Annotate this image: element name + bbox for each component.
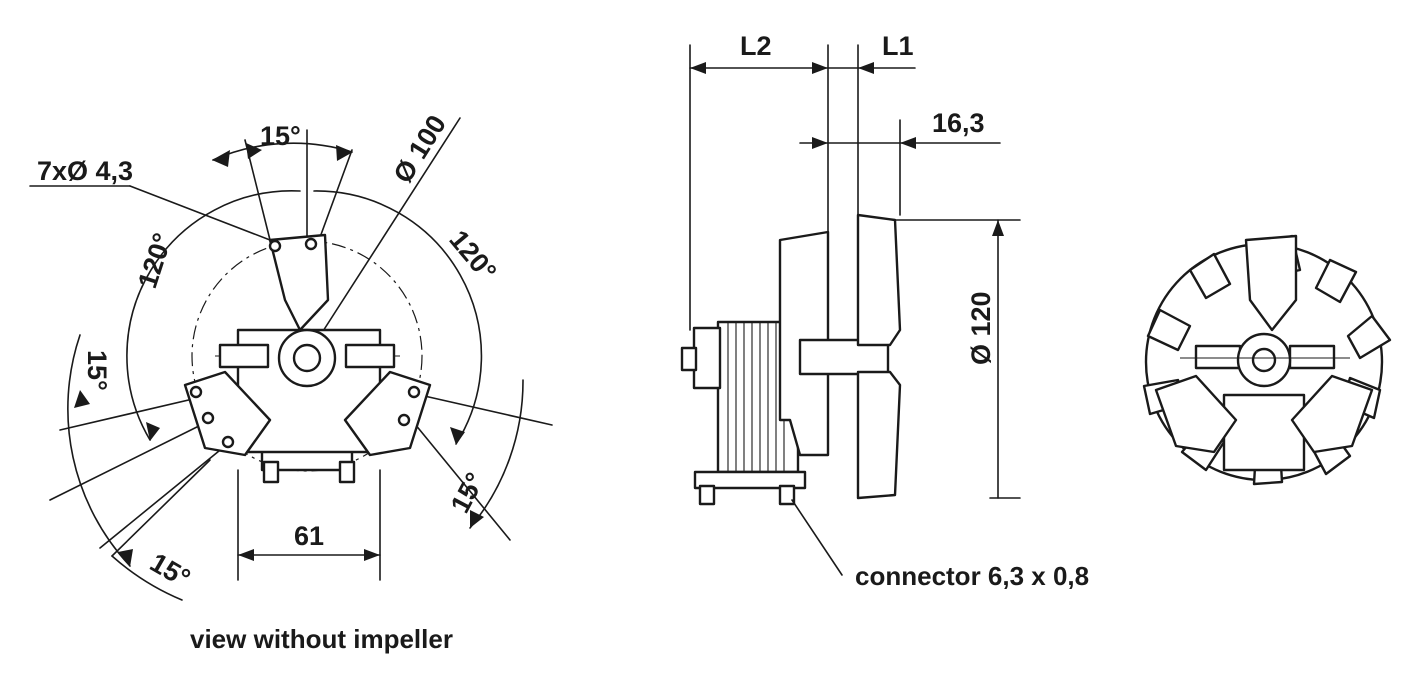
bracket-right-r <box>1290 374 1374 454</box>
arrowhead <box>146 422 160 441</box>
leader-bottom-left <box>99 441 231 549</box>
mount-hole <box>397 413 411 427</box>
label-l1: L1 <box>882 31 914 61</box>
leader-right-15b <box>409 417 511 541</box>
mount-hole <box>304 237 318 251</box>
label-diameter-100: Ø 100 <box>388 110 452 188</box>
leader-connector <box>791 499 843 576</box>
bracket-left-r <box>1154 374 1238 454</box>
rear-shaft <box>680 346 698 372</box>
front-view: 15° 7xØ 4,3 Ø 100 120° 120° 15° 15° 15° … <box>29 110 553 654</box>
arc-15-bottom-right <box>469 379 524 529</box>
label-connector: connector 6,3 x 0,8 <box>855 561 1089 591</box>
label-l2: L2 <box>740 31 772 61</box>
rear-cap <box>692 326 722 390</box>
shaft-side <box>798 338 890 376</box>
motor-front <box>183 233 432 484</box>
arrowhead <box>858 62 874 74</box>
arrowhead <box>470 510 484 528</box>
impeller-lower <box>856 370 902 500</box>
arrowhead <box>336 145 353 161</box>
leader-left-15 <box>59 394 211 431</box>
arrowhead <box>812 137 828 149</box>
terminal <box>262 460 280 484</box>
bracket-top <box>268 233 330 332</box>
impeller-upper <box>856 213 902 347</box>
terminal-left <box>218 343 270 369</box>
arc-120-right <box>313 190 483 445</box>
arrowhead <box>690 62 706 74</box>
arrowhead <box>212 150 230 167</box>
shaft-r <box>1251 347 1277 373</box>
terminal <box>338 460 356 484</box>
terminal-left-r <box>1194 344 1242 370</box>
label-15-left: 15° <box>82 350 112 391</box>
arrowhead <box>246 143 262 159</box>
shaft <box>292 343 322 373</box>
arrowhead <box>450 427 465 445</box>
mount-hole <box>221 435 235 449</box>
arrowhead <box>118 549 133 567</box>
side-view: L2 L1 16,3 Ø 120 connector 6,3 x 0,8 <box>680 31 1089 591</box>
impeller-view <box>1142 234 1392 486</box>
terminal-right-r <box>1288 344 1336 370</box>
arrowhead <box>74 390 90 408</box>
arrowhead <box>812 62 828 74</box>
connector-left <box>698 484 716 506</box>
leader-holes <box>129 185 271 241</box>
arrowhead <box>900 137 916 149</box>
terminal-right <box>344 343 396 369</box>
arc-15-bottom-left <box>111 555 183 601</box>
mount-hole <box>189 385 203 399</box>
label-61: 61 <box>294 521 324 551</box>
label-16-3: 16,3 <box>932 108 985 138</box>
bracket-top-r <box>1244 234 1298 332</box>
caption-view-without-impeller: view without impeller <box>190 624 453 654</box>
arrowhead <box>992 220 1004 236</box>
label-diameter-120: Ø 120 <box>966 291 996 365</box>
label-holes: 7xØ 4,3 <box>37 156 133 186</box>
leader-diameter-100 <box>306 117 461 357</box>
label-120-right: 120° <box>443 225 502 287</box>
arc-120-left <box>126 190 301 441</box>
mount-hole <box>201 411 215 425</box>
leader-left-15b <box>49 417 216 501</box>
label-120-left: 120° <box>132 229 178 291</box>
label-15-bottom-left: 15° <box>145 547 195 593</box>
arrowhead <box>238 549 254 561</box>
mount-hole <box>407 385 421 399</box>
leader-bottom-left-b <box>111 459 211 557</box>
arrowhead <box>364 549 380 561</box>
motor-side <box>680 230 890 506</box>
terminal-block <box>693 470 807 490</box>
connector-right <box>778 484 796 506</box>
bracket-left <box>183 370 272 457</box>
leader-15-top <box>244 139 271 241</box>
leader-right-15 <box>419 394 553 426</box>
mount-hole <box>268 239 282 253</box>
motor-coil-r <box>1222 393 1306 472</box>
label-15-top: 15° <box>260 121 301 151</box>
